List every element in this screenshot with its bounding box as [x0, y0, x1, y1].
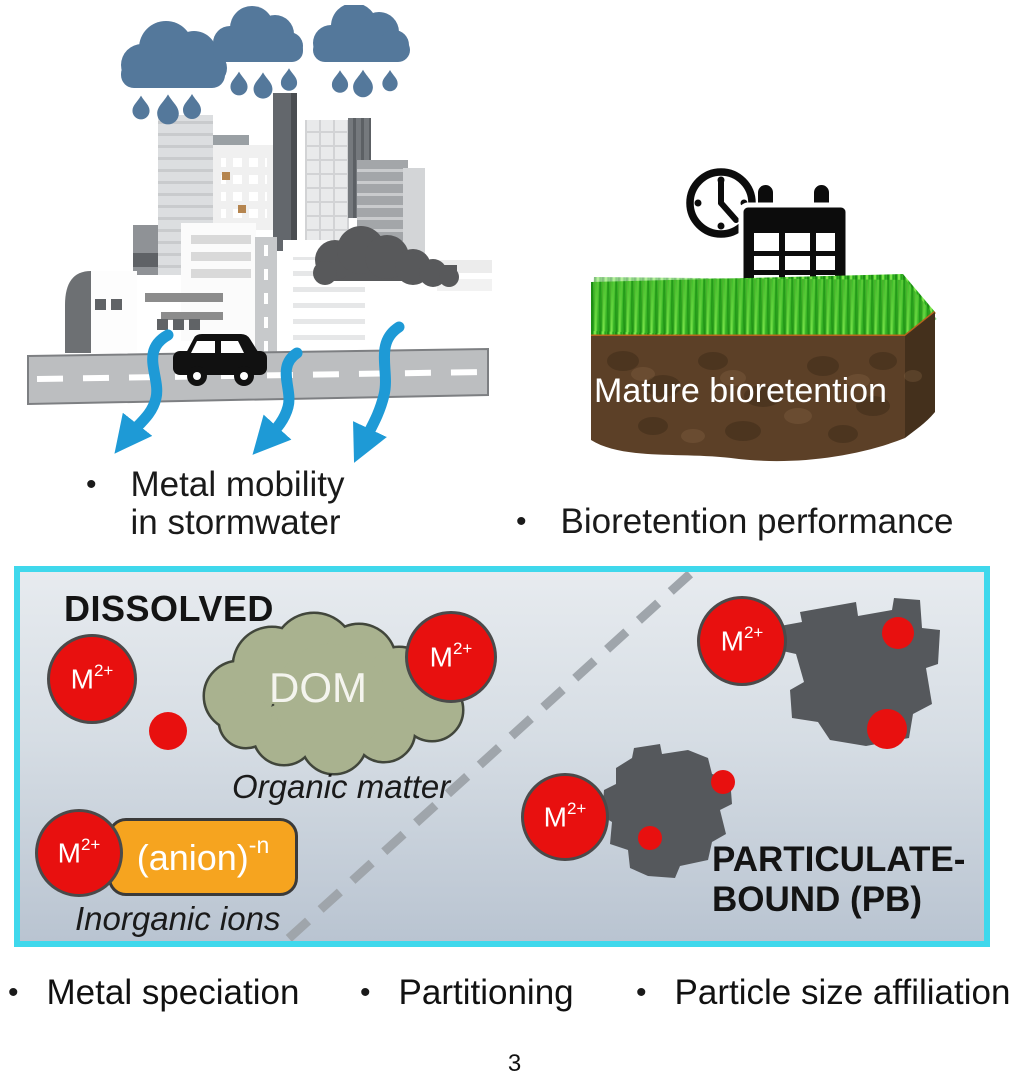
city-buildings — [65, 93, 492, 361]
bullet-dot: • — [516, 505, 527, 538]
anion-pill: (anion)-n — [108, 818, 298, 896]
metal-ion-circle: M2+ — [697, 596, 787, 686]
clock-icon — [686, 168, 756, 238]
runoff-arrows — [114, 321, 405, 463]
soil — [591, 312, 935, 462]
dashed-divider — [283, 572, 694, 941]
bullet-dot: • — [86, 468, 97, 501]
dom-cloud — [202, 611, 465, 776]
dissolved-title: DISSOLVED — [64, 588, 274, 629]
speciation-box: DISSOLVED M2+ DOM M2+ Organic matter (an… — [14, 566, 990, 947]
metal-ion-circle: M2+ — [521, 773, 609, 861]
pb-title-line1: PARTICULATE- — [712, 840, 966, 879]
speciation-box-art — [202, 572, 940, 941]
bullet-particle-size: • Particle size affiliation — [636, 974, 1010, 1012]
bullet-metal-speciation: • Metal speciation — [8, 974, 299, 1012]
metal-ion-circle: M2+ — [47, 634, 137, 724]
bullet-partitioning: • Partitioning — [360, 974, 574, 1012]
bullet-dot: • — [360, 976, 371, 1009]
particle-blob — [602, 744, 732, 878]
metal-ion-circle: M2+ — [35, 809, 123, 897]
pb-title-line2: BOUND (PB) — [712, 880, 922, 919]
particle-size-label: Particle size affiliation — [674, 973, 1011, 1012]
metal-ion-label: M2+ — [429, 638, 473, 673]
partitioning-label: Partitioning — [398, 973, 574, 1012]
road — [27, 347, 489, 406]
inorganic-ions-caption: Inorganic ions — [75, 900, 281, 937]
metal-ion-label: M2+ — [70, 660, 114, 695]
metal-ion-circle: M2+ — [405, 611, 497, 703]
bioretention-caption: • Bioretention performance — [516, 503, 954, 541]
metal-ion-dot — [882, 617, 914, 649]
car-icon — [173, 334, 267, 386]
rain-cloud-icon — [121, 21, 227, 88]
bioretention-soil-block — [591, 274, 937, 462]
page-number: 3 — [507, 1050, 522, 1077]
runoff-arrow-icon — [252, 347, 303, 455]
metal-ion-dot — [638, 826, 662, 850]
metal-speciation-label: Metal speciation — [46, 973, 300, 1012]
metal-mobility-line1: Metal mobility — [130, 465, 345, 504]
rain-clouds — [121, 5, 410, 125]
rain-cloud-icon — [213, 6, 303, 62]
runoff-arrow-icon — [353, 321, 405, 463]
city-stormwater-illustration — [27, 5, 492, 463]
rain-cloud-icon — [313, 5, 410, 62]
anion-label: (anion)-n — [136, 831, 270, 878]
metal-ion-dot — [149, 712, 187, 750]
metal-ion-dot — [711, 770, 735, 794]
tree-blobs — [313, 226, 459, 287]
metal-ion-dot — [867, 709, 907, 749]
soil-block-label: Mature bioretention — [594, 372, 887, 410]
particle-blob — [778, 598, 940, 746]
runoff-arrow-icon — [114, 329, 174, 454]
metal-mobility-caption: • Metal mobility in stormwater — [86, 466, 344, 542]
bioretention-caption-label: Bioretention performance — [560, 502, 954, 541]
bullet-dot: • — [636, 976, 647, 1009]
metal-mobility-line2: in stormwater — [130, 503, 341, 542]
organic-matter-caption: Organic matter — [232, 768, 451, 805]
metal-ion-label: M2+ — [543, 798, 587, 833]
particulate-bound-title: PARTICULATE- BOUND (PB) — [712, 840, 965, 920]
metal-ion-label: M2+ — [720, 622, 764, 657]
metal-ion-label: M2+ — [57, 834, 101, 869]
dom-label: DOM — [269, 664, 367, 711]
bullet-dot: • — [8, 976, 19, 1009]
grass — [591, 274, 937, 342]
